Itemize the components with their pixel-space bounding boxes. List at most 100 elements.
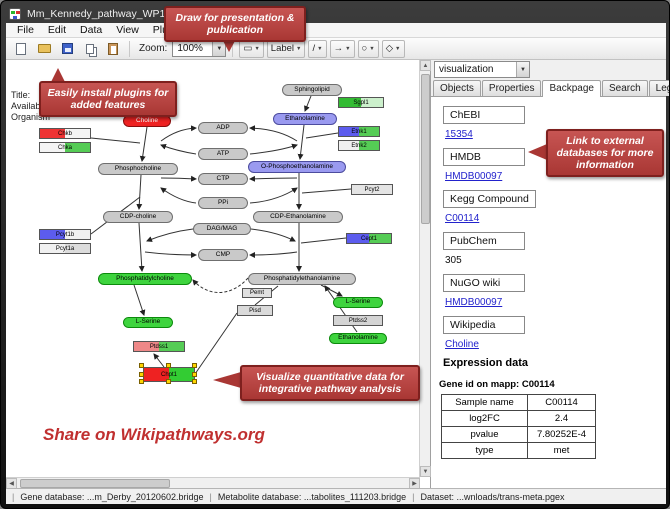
tab-properties[interactable]: Properties — [481, 80, 542, 96]
pathway-node-pcyt2[interactable]: Pcyt2 — [351, 184, 393, 195]
pathway-node-pcyt1b[interactable]: Pcyt1b — [39, 229, 91, 240]
pathway-node-pemt[interactable]: Pemt — [242, 288, 272, 298]
pathway-node-phosphocholine[interactable]: Phosphocholine — [98, 163, 178, 175]
visualization-select[interactable]: visualization ▼ — [434, 61, 530, 78]
pathway-edge[interactable] — [320, 284, 343, 297]
selection-handle[interactable] — [192, 371, 197, 377]
pathway-node-etnk2[interactable]: Etnk2 — [338, 140, 380, 151]
save-button[interactable] — [57, 40, 77, 58]
selection-handle[interactable] — [139, 363, 144, 368]
pathway-edge[interactable] — [300, 237, 347, 244]
tab-legend[interactable]: Legend — [648, 80, 669, 96]
pathway-edge[interactable] — [249, 251, 298, 258]
shape-tool[interactable]: ○▼ — [357, 39, 379, 58]
pathway-edge[interactable] — [153, 353, 165, 368]
pathway-node-phosphatidylcholine[interactable]: Phosphatidylcholine — [98, 273, 192, 285]
pathway-node-ptdss2[interactable]: Ptdss2 — [333, 315, 383, 326]
new-file-button[interactable] — [11, 40, 31, 58]
pathway-node-cdp-ethanolamine[interactable]: CDP-Ethanolamine — [253, 211, 343, 223]
pathway-node-l-serine-right[interactable]: L-Serine — [333, 297, 383, 308]
external-link[interactable]: HMDB00097 — [445, 171, 503, 182]
selection-handle[interactable] — [139, 379, 144, 384]
pathway-edge[interactable] — [192, 277, 249, 293]
canvas-vertical-scrollbar[interactable]: ▲ ▼ — [419, 60, 431, 477]
pathway-edge[interactable] — [144, 251, 197, 258]
zoom-select[interactable]: 100% ▼ — [172, 40, 227, 57]
pathway-edge[interactable] — [160, 125, 197, 142]
menu-view[interactable]: View — [116, 24, 139, 36]
pathway-node-atp[interactable]: ATP — [198, 148, 248, 160]
pathway-node-chka[interactable]: Chka — [39, 142, 91, 153]
menu-edit[interactable]: Edit — [47, 24, 67, 36]
scroll-down-icon[interactable]: ▼ — [420, 466, 431, 477]
label-tool[interactable]: Label▼ — [266, 39, 306, 58]
pathway-node-pcyt1a[interactable]: Pcyt1a — [39, 243, 91, 254]
pathway-edge[interactable] — [136, 174, 143, 210]
title-bar[interactable]: Mm_Kennedy_pathway_WP1771_45176.gpml — [9, 5, 661, 22]
pathway-node-sgpl1[interactable]: Sgpl1 — [338, 97, 384, 108]
copy-button[interactable] — [80, 40, 100, 58]
tab-search[interactable]: Search — [601, 80, 648, 96]
vertical-scroll-thumb[interactable] — [421, 74, 430, 224]
horizontal-scroll-thumb[interactable] — [20, 479, 170, 488]
external-link[interactable]: Choline — [445, 339, 479, 350]
selection-handle[interactable] — [192, 363, 197, 368]
pathway-edge[interactable] — [133, 284, 146, 316]
pathway-edge[interactable] — [160, 175, 197, 182]
pathway-node-ppi[interactable]: PPi — [198, 197, 248, 209]
pathway-edge[interactable] — [304, 95, 312, 112]
pathway-edge[interactable] — [90, 137, 141, 144]
paste-button[interactable] — [103, 40, 123, 58]
pathway-node-etnk1[interactable]: Etnk1 — [338, 126, 380, 137]
pathway-edge[interactable] — [301, 188, 352, 194]
pathway-edge[interactable] — [249, 143, 298, 155]
pathway-node-o-phosphoethanolamine[interactable]: O-Phosphoethanolamine — [248, 161, 346, 173]
pathway-edge[interactable] — [139, 126, 148, 162]
chevron-down-icon[interactable]: ▼ — [516, 62, 529, 77]
pathway-node-ethanolamine-bottom[interactable]: Ethanolamine — [329, 333, 387, 344]
pathway-node-pisd[interactable]: Pisd — [237, 305, 273, 316]
pathway-edge[interactable] — [249, 175, 298, 182]
template-tool[interactable]: ◇▼ — [381, 39, 405, 58]
pathway-edge[interactable] — [138, 222, 145, 272]
pathway-node-sphingolipid[interactable]: Sphingolipid — [282, 84, 342, 96]
pathway-edge[interactable] — [249, 125, 298, 142]
scroll-up-icon[interactable]: ▲ — [420, 60, 431, 71]
pathway-node-cdp-choline[interactable]: CDP-choline — [103, 211, 173, 223]
external-link[interactable]: HMDB00097 — [445, 297, 503, 308]
menu-file[interactable]: File — [17, 24, 34, 36]
pathway-node-cmp[interactable]: CMP — [198, 249, 248, 261]
menu-data[interactable]: Data — [80, 24, 103, 36]
arrow-tool[interactable]: →▼ — [329, 39, 355, 58]
pathway-node-cept1[interactable]: Cept1 — [346, 233, 392, 244]
datanode-tool[interactable]: ▭▼ — [239, 39, 264, 58]
pathway-node-adp[interactable]: ADP — [198, 122, 248, 134]
pathway-edge[interactable] — [250, 228, 296, 242]
pathway-edge[interactable] — [194, 312, 238, 375]
pathway-node-chkb[interactable]: Chkb — [39, 128, 91, 139]
tab-backpage[interactable]: Backpage — [542, 80, 601, 97]
pathway-edge[interactable] — [160, 143, 197, 155]
canvas-horizontal-scrollbar[interactable]: ◀ ▶ — [6, 477, 420, 489]
tab-objects[interactable]: Objects — [433, 80, 481, 96]
external-link[interactable]: C00114 — [445, 213, 480, 224]
line-tool[interactable]: /▼ — [308, 39, 327, 58]
open-button[interactable] — [34, 40, 54, 58]
pathway-edge[interactable] — [160, 187, 197, 204]
pathway-edge[interactable] — [249, 187, 298, 204]
pathway-node-l-serine-left[interactable]: L-Serine — [123, 317, 173, 328]
pathway-edge[interactable] — [146, 228, 194, 242]
pathway-node-ctp[interactable]: CTP — [198, 173, 248, 185]
selection-handle[interactable] — [139, 371, 144, 377]
pathway-node-phosphatidylethanolamine[interactable]: Phosphatidylethanolamine — [248, 273, 356, 285]
selection-handle[interactable] — [166, 363, 171, 368]
pathway-edge[interactable] — [297, 124, 305, 160]
pathway-node-dag-mag[interactable]: DAG/MAG — [193, 223, 251, 235]
pathway-node-ethanolamine-top[interactable]: Ethanolamine — [273, 113, 337, 125]
selection-handle[interactable] — [192, 379, 197, 384]
selection-handle[interactable] — [166, 379, 171, 384]
pathway-node-ptdss1[interactable]: Ptdss1 — [133, 341, 185, 352]
pathway-edge[interactable] — [305, 132, 339, 139]
